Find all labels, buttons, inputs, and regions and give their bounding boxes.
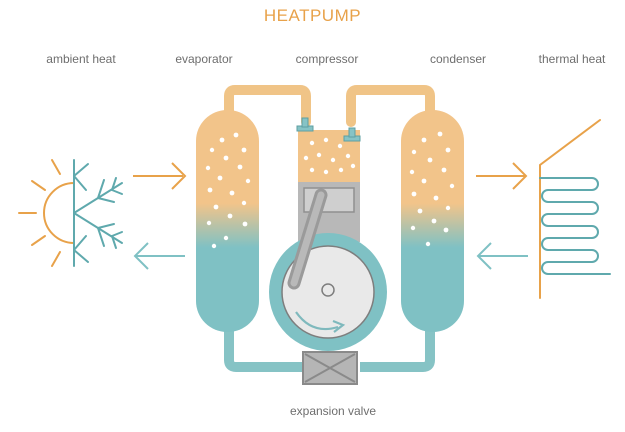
compressor-piston [303, 187, 355, 213]
label-ambient-heat: ambient heat [46, 52, 116, 66]
compressor-valves [296, 117, 361, 142]
warm-pipes [224, 85, 435, 127]
arrow-thermal-out [476, 162, 528, 190]
radiator-icon [539, 119, 611, 299]
evaporator-bubbles [205, 132, 251, 249]
compressor-bubbles [303, 137, 356, 175]
label-condenser: condenser [429, 52, 487, 66]
arrow-ambient-in [133, 162, 187, 190]
sun-icon [18, 159, 75, 267]
label-evaporator: evaporator [175, 52, 233, 66]
arrow-ambient-out [133, 242, 185, 270]
label-compressor: compressor [295, 52, 359, 66]
wheel-hub [321, 283, 335, 297]
snowflake-icon [73, 159, 123, 267]
arrow-thermal-in [476, 242, 528, 270]
label-expansion-valve: expansion valve [289, 404, 377, 418]
evaporator-tank [196, 110, 259, 332]
condenser-bubbles [409, 131, 455, 247]
page-title: HEATPUMP [263, 6, 362, 25]
rotation-arrow [295, 311, 339, 331]
connecting-rod-highlight [290, 191, 325, 287]
cool-pipes [224, 325, 435, 372]
label-thermal-heat: thermal heat [538, 52, 606, 66]
expansion-valve-icon [302, 351, 358, 385]
